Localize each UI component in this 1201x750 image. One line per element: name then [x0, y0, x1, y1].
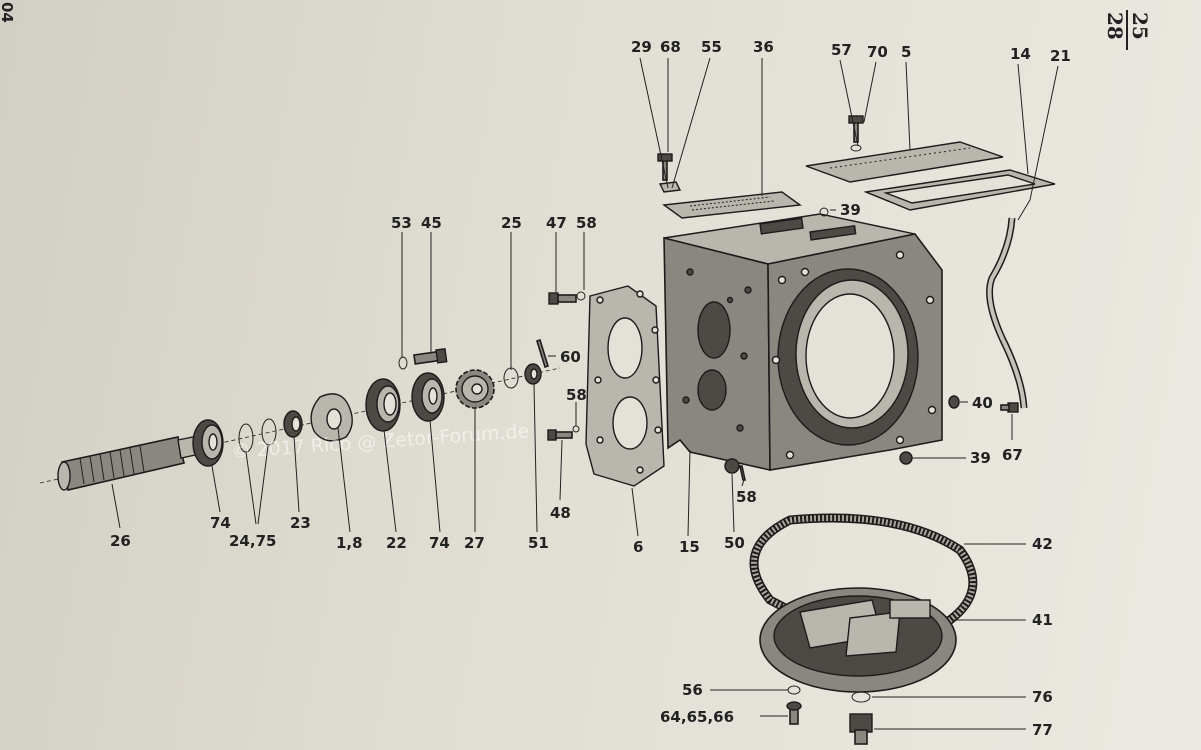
label-47: 47	[546, 214, 567, 232]
label-22: 22	[386, 534, 407, 552]
label-74-left: 74	[210, 514, 231, 532]
part-27-gear	[455, 369, 495, 409]
part-47-bolt	[548, 292, 577, 305]
part-48-bolt	[547, 425, 580, 441]
label-6: 6	[633, 538, 643, 556]
label-50: 50	[724, 534, 745, 552]
label-48: 48	[550, 504, 571, 522]
label-45: 45	[421, 214, 442, 232]
label-29: 29	[631, 38, 652, 56]
part-39-plug-top	[819, 207, 829, 217]
label-23: 23	[290, 514, 311, 532]
part-60-pin	[536, 338, 549, 369]
part-58-washer-top	[576, 291, 586, 301]
label-68: 68	[660, 38, 681, 56]
part-74-bearing-right	[411, 372, 445, 422]
label-39-bottom: 39	[970, 449, 991, 467]
part-42-oil-pan-gasket	[749, 513, 978, 636]
page-number: 25 28	[1103, 10, 1152, 50]
part-64-65-66-drain-plug	[786, 701, 802, 725]
label-60: 60	[560, 348, 581, 366]
label-36: 36	[753, 38, 774, 56]
part-23-bushing	[283, 410, 303, 438]
label-58-mid: 58	[566, 386, 587, 404]
part-26-shaft	[57, 435, 201, 491]
label-53: 53	[391, 214, 412, 232]
label-1-8: 1,8	[336, 534, 363, 552]
side-page-fragment: 04	[0, 2, 16, 23]
part-21-tube-highlight	[987, 217, 1026, 409]
label-77: 77	[1032, 721, 1053, 739]
label-58-bottom: 58	[736, 488, 757, 506]
part-36-cover	[662, 191, 802, 219]
part-39-plug-bottom	[899, 451, 913, 465]
part-77-filter-plug	[849, 713, 873, 745]
page-number-top: 25	[1128, 12, 1152, 40]
part-67-bolt	[1000, 402, 1019, 413]
label-58-top: 58	[576, 214, 597, 232]
page-number-bottom: 28	[1103, 12, 1127, 40]
part-1-8-cover-plate	[310, 393, 353, 442]
part-53-45-bolt	[398, 347, 448, 370]
part-51-nut	[524, 363, 542, 385]
label-41: 41	[1032, 611, 1053, 629]
label-67: 67	[1002, 446, 1023, 464]
part-15-gearbox-housing	[663, 213, 943, 472]
label-26: 26	[110, 532, 131, 550]
label-5: 5	[901, 43, 911, 61]
label-76: 76	[1032, 688, 1053, 706]
label-25: 25	[501, 214, 522, 232]
label-40: 40	[972, 394, 993, 412]
part-56-washer	[787, 685, 801, 695]
label-15: 15	[679, 538, 700, 556]
label-55: 55	[701, 38, 722, 56]
shaft-assembly	[39, 291, 586, 491]
part-57-70-bolt	[848, 115, 864, 152]
label-51: 51	[528, 534, 549, 552]
part-74-bearing-left	[192, 419, 224, 467]
label-70: 70	[867, 43, 888, 61]
part-58-washer-bottom	[739, 465, 746, 481]
part-76-ring	[851, 691, 871, 703]
label-24-75: 24,75	[229, 532, 276, 550]
part-40-plug	[948, 395, 960, 409]
part-25-washer	[503, 367, 519, 389]
label-56: 56	[682, 681, 703, 699]
part-6-gasket	[585, 285, 665, 487]
label-39-top: 39	[840, 201, 861, 219]
part-14-gasket	[863, 169, 1056, 211]
label-64-65-66: 64,65,66	[660, 708, 734, 726]
leader-lines	[111, 57, 1059, 730]
part-labels: 29 68 55 36 57 70 5 14 21 53 45 25 47 58…	[110, 38, 1071, 739]
label-57: 57	[831, 41, 852, 59]
part-5-plate	[805, 141, 1004, 183]
part-22-bearing-housing	[365, 378, 401, 432]
label-27: 27	[464, 534, 485, 552]
part-41-oil-pan	[759, 587, 957, 693]
label-21: 21	[1050, 47, 1071, 65]
part-50-nut	[724, 458, 740, 474]
label-14: 14	[1010, 45, 1031, 63]
part-68-bolt	[657, 153, 682, 193]
label-42: 42	[1032, 535, 1053, 553]
label-74-right: 74	[429, 534, 450, 552]
